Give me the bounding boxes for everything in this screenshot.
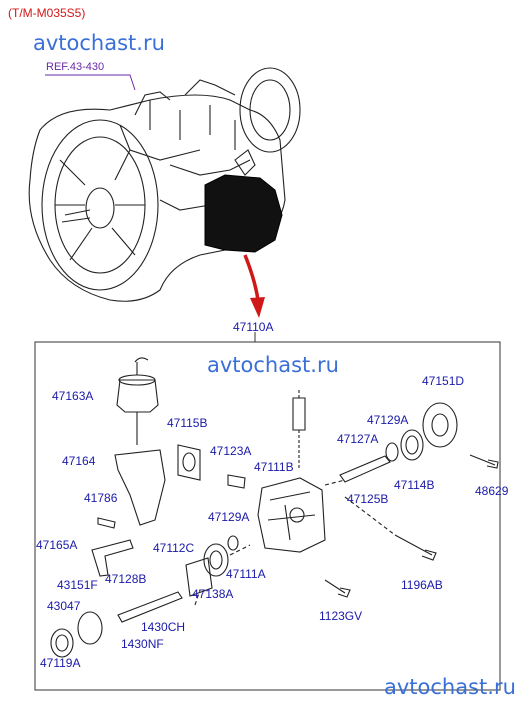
part-label[interactable]: 47164 <box>62 454 96 468</box>
watermark-middle: avtochast.ru <box>207 353 339 377</box>
part-label[interactable]: 1430CH <box>141 620 186 634</box>
red-arrowhead-icon <box>250 297 265 318</box>
part-label[interactable]: 47151D <box>422 374 465 388</box>
part-label[interactable]: 48629 <box>475 484 509 498</box>
part-label[interactable]: 1430NF <box>121 637 164 651</box>
watermark-top: avtochast.ru <box>33 31 165 55</box>
part-label[interactable]: 47111A <box>226 567 266 581</box>
part-label[interactable]: 47138A <box>192 587 234 601</box>
reference-leader-line <box>45 74 136 91</box>
part-label[interactable]: 47127A <box>337 432 379 446</box>
part-label[interactable]: 47129A <box>367 413 409 427</box>
reference-label[interactable]: REF.43-430 <box>46 61 105 73</box>
part-drawings <box>50 357 499 658</box>
assembly-label[interactable]: 47110A <box>233 320 274 334</box>
highlighted-assembly-silhouette <box>204 174 283 253</box>
part-label[interactable]: 41786 <box>84 491 118 505</box>
red-arrow-icon <box>243 254 260 301</box>
transmission-housing-drawing <box>28 67 301 302</box>
part-label[interactable]: 47119A <box>40 656 81 670</box>
part-label[interactable]: 47115B <box>167 416 208 430</box>
part-label[interactable]: 43047 <box>47 599 81 613</box>
watermark-bottom: avtochast.ru <box>384 675 516 699</box>
part-label[interactable]: 1196AB <box>401 578 443 592</box>
part-label[interactable]: 43151F <box>57 578 98 592</box>
part-label[interactable]: 47111B <box>254 460 294 474</box>
part-label[interactable]: 1123GV <box>319 609 363 623</box>
part-label[interactable]: 47123A <box>210 444 252 458</box>
part-label[interactable]: 47112C <box>153 541 195 555</box>
part-label[interactable]: 47165A <box>36 538 78 552</box>
assembly-frame <box>34 341 501 691</box>
part-label[interactable]: 47125B <box>347 492 389 506</box>
part-label[interactable]: 47129A <box>208 510 250 524</box>
part-label[interactable]: 47128B <box>105 572 147 586</box>
part-label[interactable]: 47163A <box>52 389 94 403</box>
model-code: (T/M-M035S5) <box>8 6 86 20</box>
part-label[interactable]: 47114B <box>394 478 435 492</box>
